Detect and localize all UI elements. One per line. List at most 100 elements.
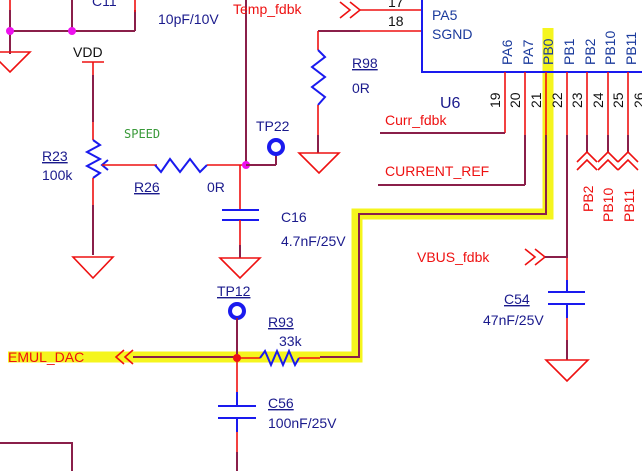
vdd-label: VDD (73, 44, 103, 60)
c54-capacitor: C54 47nF/25V (483, 258, 590, 383)
net-label-vbus-fdbk: VBUS_fdbk (417, 249, 490, 265)
pin-name-pa6: PA6 (499, 39, 515, 65)
port-arrow (524, 248, 537, 266)
curr-fdbk-net: Curr_fdbk (380, 112, 505, 134)
pb-ports: PB2 PB10 PB11 (576, 135, 639, 222)
r93-value: 33k (279, 333, 303, 349)
emul-dac-net: EMUL_DAC (8, 349, 241, 365)
highlight-path (8, 28, 554, 363)
port-arrow (534, 248, 547, 266)
tp12-symbol (228, 302, 246, 320)
tp22-ref: TP22 (256, 118, 290, 134)
c56-capacitor: C56 100nF/25V (218, 358, 337, 471)
r26-resistor: R26 0R (102, 157, 246, 195)
net-label-emul-dac: EMUL_DAC (8, 349, 84, 365)
r98-body (310, 49, 327, 106)
ground-symbol (544, 359, 590, 383)
temp-fdbk-net: Temp_fdbk 17 18 (233, 0, 422, 32)
r23-value: 100k (42, 167, 73, 183)
r98-resistor: R98 0R (297, 31, 378, 175)
port-arrow (339, 1, 352, 19)
r26-body (154, 157, 208, 174)
junction-dot (6, 27, 14, 35)
pin-number-19: 19 (487, 92, 503, 108)
u6-bottom-pins: PA6 PA7 PB0 PB1 PB2 PB10 PB11 19 20 21 2… (487, 31, 642, 135)
net-label-curr-fdbk: Curr_fdbk (385, 112, 447, 128)
pin-number-22: 22 (549, 92, 565, 108)
c11-ref: C11 (92, 0, 117, 9)
c16-value: 4.7nF/25V (281, 233, 346, 249)
port-arrow (597, 158, 619, 171)
r23-potentiometer: R23 100k (42, 122, 115, 280)
pin-name-pb0: PB0 (540, 38, 556, 65)
r98-ref: R98 (352, 55, 378, 71)
c16-capacitor: C16 4.7nF/25V (218, 165, 346, 280)
u6-pin-name-sgnd: SGND (432, 26, 472, 42)
pin-number-23: 23 (569, 92, 585, 108)
port-arrow (617, 158, 639, 171)
pin-number-24: 24 (590, 92, 606, 108)
tp12-ref: TP12 (217, 283, 251, 299)
speed-annotation: SPEED (124, 127, 160, 141)
net-label-pb2: PB2 (580, 185, 596, 212)
pin-number-26: 26 (631, 92, 642, 108)
current-ref-net: CURRENT_REF (378, 135, 526, 186)
c54-value: 47nF/25V (483, 312, 544, 328)
r93-resistor: R93 33k (237, 314, 320, 368)
ground-symbol (218, 257, 262, 280)
net-label-current-ref: CURRENT_REF (385, 163, 489, 179)
port-arrow (576, 158, 598, 171)
pin-name-pa7: PA7 (520, 39, 536, 65)
junction-dot (68, 27, 76, 35)
pin-name-pb2: PB2 (582, 38, 598, 65)
r26-value: 0R (207, 179, 225, 195)
r98-value: 0R (352, 80, 370, 96)
u6-body (421, 0, 642, 73)
wire (320, 135, 547, 358)
pin-name-pb10: PB10 (602, 31, 618, 65)
pin-number-25: 25 (610, 92, 626, 108)
ground-symbol (71, 256, 115, 280)
c56-ref: C56 (268, 395, 294, 411)
port-arrow (349, 1, 362, 19)
emul-dac-trace (320, 135, 547, 358)
c16-ref: C16 (281, 209, 307, 225)
net-label-pb11: PB11 (621, 189, 637, 222)
ground-symbol (297, 152, 341, 175)
pin-number-21: 21 (528, 92, 544, 108)
pin-18-number: 18 (388, 13, 404, 29)
ground-symbol (0, 51, 32, 74)
port-arrow (576, 150, 598, 163)
vbus-fdbk-net: VBUS_fdbk (417, 135, 568, 266)
c54-ref: C54 (504, 291, 530, 307)
u6-pin-name-pa5: PA5 (432, 7, 458, 23)
port-arrow (123, 349, 134, 365)
tp12-testpoint: TP12 (217, 283, 251, 358)
net-highlight-emul-dac (8, 28, 554, 363)
c11-group: C11 10pF/10V (0, 0, 219, 74)
u6-ref: U6 (440, 95, 461, 112)
c11-value: 10pF/10V (158, 11, 219, 27)
pin-name-pb1: PB1 (561, 38, 577, 65)
net-label-pb10: PB10 (600, 188, 616, 222)
u6-ic: PA5 SGND U6 (421, 0, 642, 112)
pin-name-pb11: PB11 (623, 32, 639, 65)
r23-ref: R23 (42, 148, 68, 164)
net-label-temp-fdbk: Temp_fdbk (233, 1, 302, 17)
port-arrow (597, 150, 619, 163)
tp22-testpoint: TP22 (246, 118, 290, 166)
c56-value: 100nF/25V (268, 415, 337, 431)
partial-component-outline (0, 442, 73, 471)
pin-number-20: 20 (507, 92, 523, 108)
r93-body (259, 348, 300, 368)
r26-ref: R26 (134, 179, 160, 195)
r23-body (84, 139, 103, 179)
pin-17-number: 17 (388, 0, 404, 10)
port-arrow (617, 150, 639, 163)
vdd-power: VDD (73, 44, 104, 122)
tp22-symbol (267, 138, 285, 156)
r93-ref: R93 (268, 314, 294, 330)
port-arrow (114, 349, 125, 365)
